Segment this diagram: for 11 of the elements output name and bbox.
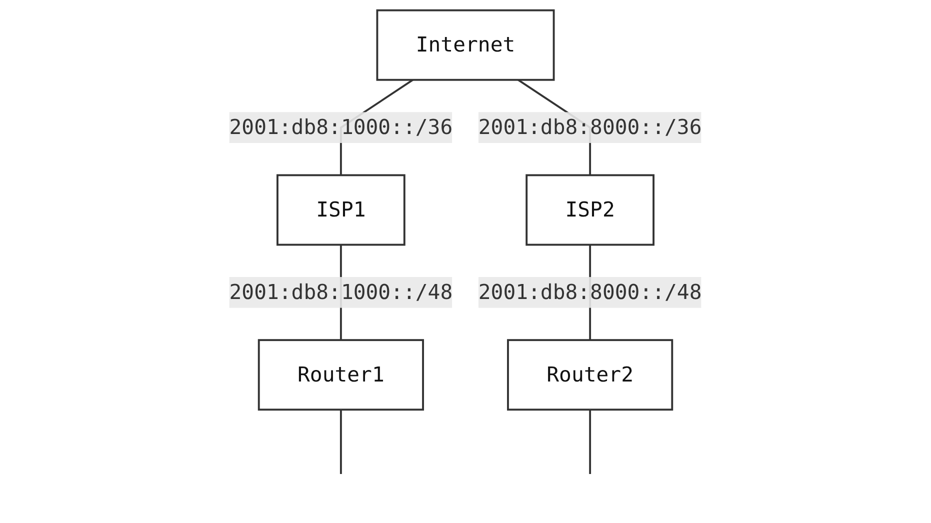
edge-label: 2001:db8:1000::/36 — [229, 114, 453, 140]
connector — [589, 410, 592, 474]
edge-label: 2001:db8:1000::/48 — [229, 280, 453, 304]
edge-label: 2001:db8:8000::/36 — [478, 114, 702, 140]
node-box: ISP1 — [276, 174, 406, 246]
node-box: ISP2 — [526, 174, 654, 246]
node-box: Internet — [376, 9, 555, 81]
edge-label: 2001:db8:8000::/48 — [478, 280, 702, 304]
node-box: Router2 — [507, 339, 674, 411]
connector — [340, 410, 342, 474]
node-box: Router1 — [258, 339, 424, 411]
